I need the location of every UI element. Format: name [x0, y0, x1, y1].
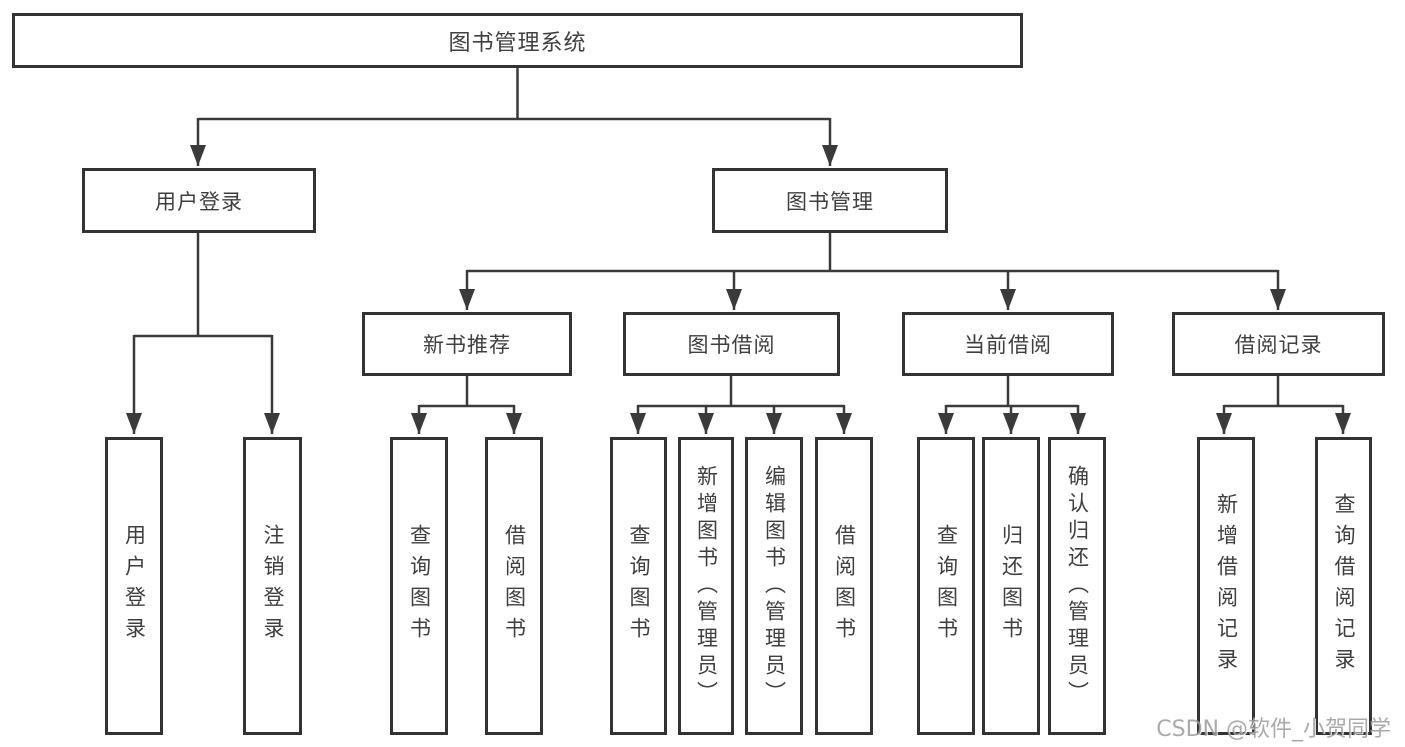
node-label: 用户登录 — [155, 189, 243, 214]
leaf-edit-book-admin: 编辑图书（管理员） — [745, 437, 803, 735]
leaf-add-book-admin: 新增图书（管理员） — [678, 437, 734, 735]
leaf-borrow-books-2: 借阅图书 — [815, 437, 873, 735]
node-label: 查询图书 — [934, 524, 959, 648]
node-label: 借阅图书 — [502, 524, 527, 648]
leaf-query-borrow-record: 查询借阅记录 — [1315, 437, 1372, 735]
node-label: 图书借阅 — [687, 333, 776, 357]
node-label: 查询图书 — [627, 524, 651, 648]
node-borrowing-records: 借阅记录 — [1172, 312, 1385, 376]
node-current-borrowing: 当前借阅 — [902, 312, 1114, 376]
node-label: 当前借阅 — [964, 333, 1052, 357]
node-label: 新增图书（管理员） — [694, 464, 719, 708]
leaf-query-books-1: 查询图书 — [390, 437, 448, 735]
leaf-logout: 注销登录 — [243, 437, 302, 735]
node-label: 新增借阅记录 — [1214, 493, 1239, 679]
watermark-text: CSDN @软件_小贺同学 — [1156, 717, 1391, 742]
node-label: 编辑图书（管理员） — [762, 464, 787, 708]
node-label: 图书管理 — [786, 189, 874, 214]
node-label: 注销登录 — [261, 524, 285, 648]
node-label: 图书管理系统 — [448, 30, 587, 56]
leaf-return-books: 归还图书 — [982, 437, 1040, 735]
node-new-book-recommend: 新书推荐 — [362, 312, 572, 376]
node-library-management-system: 图书管理系统 — [12, 13, 1023, 68]
node-label: 归还图书 — [999, 524, 1024, 648]
node-user-login: 用户登录 — [82, 168, 316, 233]
node-label: 查询借阅记录 — [1332, 493, 1356, 679]
node-book-borrowing: 图书借阅 — [623, 312, 840, 376]
node-book-management: 图书管理 — [712, 168, 948, 233]
leaf-query-books-3: 查询图书 — [917, 437, 975, 735]
node-label: 借阅记录 — [1234, 333, 1323, 357]
leaf-add-borrow-record: 新增借阅记录 — [1197, 437, 1255, 735]
leaf-borrow-books-1: 借阅图书 — [485, 437, 543, 735]
node-label: 查询图书 — [407, 524, 432, 648]
node-label: 借阅图书 — [832, 524, 857, 648]
leaf-query-books-2: 查询图书 — [610, 437, 667, 735]
node-label: 用户登录 — [122, 524, 147, 648]
leaf-confirm-return-admin: 确认归还（管理员） — [1048, 437, 1106, 735]
leaf-user-login: 用户登录 — [105, 437, 163, 735]
node-label: 确认归还（管理员） — [1065, 464, 1090, 708]
node-label: 新书推荐 — [423, 333, 511, 357]
